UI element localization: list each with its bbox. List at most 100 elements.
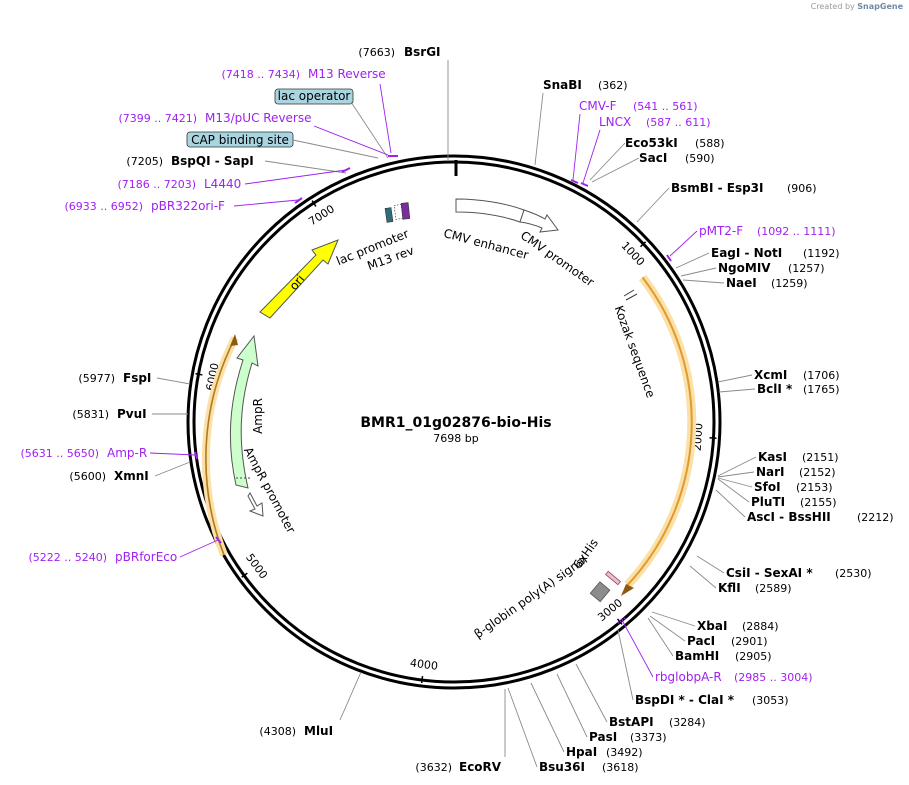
primer-lncx[interactable]: LNCX (587 .. 611) [580,115,711,187]
tick-label: 5000 [243,551,270,581]
ampr-label: AmpR [251,398,265,434]
ampr-orf-arrowhead [230,334,238,346]
enzyme-bamhi[interactable]: BamHI (2905) [647,617,772,663]
primer-rbglobpa-r[interactable]: rbglobpA-R (2985 .. 3004) [617,617,813,684]
svg-text:BsrGI: BsrGI [404,45,441,59]
svg-text:XcmI: XcmI [754,368,787,382]
svg-text:(7399 .. 7421): (7399 .. 7421) [118,112,197,125]
kozak-mark-a [623,289,635,297]
enzyme-sfoi[interactable]: SfoI (2153) [717,477,833,494]
svg-text:(1257): (1257) [788,262,825,275]
svg-text:(2589): (2589) [755,582,792,595]
his-tag-mark [605,570,621,586]
enzyme-bsmbi-esp3i[interactable]: BsmBI - Esp3I (906) [636,181,817,223]
svg-text:(588): (588) [695,137,725,150]
snapgene-logo-text: SnapGene [857,2,903,11]
svg-text:PasI: PasI [589,730,617,744]
primer-labels: (7418 .. 7434) M13 Reverse (7399 .. 7421… [20,67,835,684]
enzyme-paci[interactable]: PacI (2901) [649,615,768,648]
svg-text:(3492): (3492) [606,746,643,759]
tick-mark [616,618,623,625]
ampr-arrow [229,334,259,489]
svg-text:AscI - BssHII: AscI - BssHII [747,510,831,524]
enzyme-bstapi[interactable]: BstAPI (3284) [575,663,706,729]
enzyme-bcli[interactable]: BclI * (1765) [718,382,840,396]
svg-text:KasI: KasI [758,450,787,464]
tick-mark [311,200,317,207]
svg-text:(3053): (3053) [752,694,789,707]
svg-text:BsmBI - Esp3I: BsmBI - Esp3I [671,181,763,195]
primer-l4440[interactable]: (7186 .. 7203) L4440 [117,167,351,191]
enzyme-ecorv[interactable]: (3632) EcoRV [415,689,506,774]
lac-operator-label: lac operator [278,89,351,103]
enzyme-xcmi[interactable]: XcmI (1706) [717,368,840,383]
enzyme-bsrgi[interactable]: (7663) BsrGI [358,45,449,160]
lac-operator-callout[interactable]: lac operator [274,88,389,159]
cap-binding-site-callout[interactable]: CAP binding site [186,131,379,159]
svg-text:NarI: NarI [756,465,785,479]
enzyme-saci[interactable]: SacI (590) [591,151,715,183]
svg-text:(7186 .. 7203): (7186 .. 7203) [117,178,196,191]
svg-text:BspQI - SapI: BspQI - SapI [171,154,254,168]
enzyme-pasi[interactable]: PasI (3373) [556,673,667,744]
cmv-enhancer-arrow [455,198,525,223]
orf-arc [626,276,693,586]
primer-m13-reverse[interactable]: (7418 .. 7434) M13 Reverse [221,67,398,157]
svg-text:(7418 .. 7434): (7418 .. 7434) [221,68,300,81]
enzyme-ngomiv[interactable]: NgoMIV (1257) [680,261,825,277]
svg-text:PacI: PacI [687,634,715,648]
enzyme-pluti[interactable]: PluTI (2155) [717,478,837,509]
svg-text:Amp-R: Amp-R [107,446,147,460]
enzyme-xmni[interactable]: (5600) XmnI [69,461,191,483]
enzyme-fspi[interactable]: (5977) FspI [78,371,191,385]
enzyme-naei[interactable]: NaeI (1259) [682,276,808,290]
svg-text:CMV-F: CMV-F [579,99,617,113]
enzyme-xbai[interactable]: XbaI (2884) [651,611,779,633]
enzyme-csii-sexai[interactable]: CsiI - SexAI * (2530) [696,555,872,580]
cmv-promoter-arrow [519,209,559,233]
tick-label: 4000 [409,656,438,672]
primer-pbrforeco[interactable]: (5222 .. 5240) pBRforEco [28,536,222,564]
enzyme-pvui[interactable]: (5831) PvuI [72,407,188,421]
svg-text:(2152): (2152) [799,466,836,479]
enzyme-bspdi-clai[interactable]: BspDI * - ClaI * (3053) [617,629,789,707]
enzyme-asci-bsshii[interactable]: AscI - BssHII (2212) [715,489,894,524]
svg-text:(1092 .. 1111): (1092 .. 1111) [757,225,836,238]
svg-text:(2901): (2901) [731,635,768,648]
svg-text:(587 .. 611): (587 .. 611) [646,116,711,129]
svg-text:(5977): (5977) [78,372,115,385]
enzyme-snabi[interactable]: SnaBI (362) [534,78,628,166]
svg-text:Eco53kI: Eco53kI [625,136,678,150]
svg-text:CsiI - SexAI *: CsiI - SexAI * [726,566,813,580]
lac-promoter-mark [393,204,404,220]
enzyme-hpai[interactable]: HpaI (3492) [530,682,643,759]
cmv-enhancer-label: CMV enhancer [442,226,530,262]
enzyme-nari[interactable]: NarI (2152) [717,465,836,479]
primer-m13-puc-reverse[interactable]: (7399 .. 7421) M13/pUC Reverse [118,111,389,156]
enzyme-mlui[interactable]: (4308) MluI [259,671,362,738]
primer-cmv-f[interactable]: CMV-F (541 .. 561) [570,99,698,184]
enzyme-eagi-noti[interactable]: EagI - NotI (1192) [675,246,840,269]
svg-text:(5831): (5831) [72,408,109,421]
enzyme-bsu36i[interactable]: Bsu36I (3618) [507,687,639,774]
svg-text:NaeI: NaeI [726,276,757,290]
enzyme-kasi[interactable]: KasI (2151) [717,450,839,477]
orf-arc-glow [624,274,697,588]
svg-text:SnaBI: SnaBI [543,78,582,92]
svg-text:(3284): (3284) [669,716,706,729]
tick-mark [420,675,424,684]
primer-amp-r[interactable]: (5631 .. 5650) Amp-R [20,446,198,460]
primer-pmt2-f[interactable]: pMT2-F (1092 .. 1111) [666,224,836,262]
svg-text:(362): (362) [598,79,628,92]
enzyme-kfli[interactable]: KflI (2589) [689,565,792,595]
primer-pbr322ori-f[interactable]: (6933 .. 6952) pBR322ori-F [64,197,303,213]
enzyme-eco53ki[interactable]: Eco53kI (588) [589,136,725,181]
svg-text:HpaI: HpaI [566,745,597,759]
m13-rev-mark [400,202,411,220]
svg-text:(1192): (1192) [803,247,840,260]
svg-text:(2153): (2153) [796,481,833,494]
enzyme-bspqi-sapi[interactable]: (7205) BspQI - SapI [126,154,347,174]
tick-mark [639,241,647,248]
cap-binding-site-label: CAP binding site [191,133,289,147]
svg-text:(590): (590) [685,152,715,165]
